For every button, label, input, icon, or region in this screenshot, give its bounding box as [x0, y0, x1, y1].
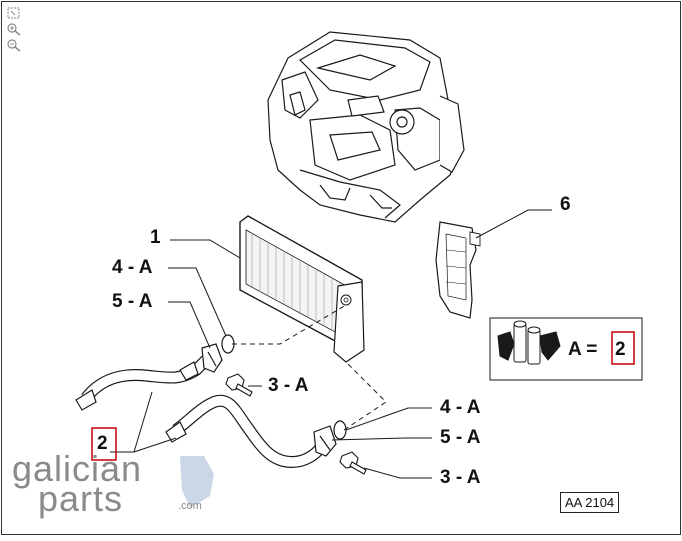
brand-watermark: galician parts .com: [10, 448, 240, 519]
fit-icon[interactable]: [6, 6, 22, 20]
callout-part-5a-top[interactable]: 5 - A: [112, 291, 153, 312]
hose-upper: [75, 355, 211, 411]
side-panel: [435, 221, 481, 319]
connection-lines: [232, 304, 387, 431]
part2-highlight: [91, 427, 117, 461]
kit-icon: [497, 320, 561, 365]
kit-quantity: 2: [615, 339, 626, 360]
kit-box: [489, 317, 643, 381]
kit-quantity-highlight: [611, 331, 635, 365]
callout-part-3a-mid[interactable]: 3 - A: [268, 375, 309, 396]
leader-lines: [110, 209, 552, 479]
callout-part-5a-right[interactable]: 5 - A: [440, 427, 481, 448]
callout-part-4a-right[interactable]: 4 - A: [440, 397, 481, 418]
heater-core: [239, 215, 365, 363]
heater-housing: [267, 31, 465, 223]
callout-part-3a-bottom[interactable]: 3 - A: [440, 467, 481, 488]
callout-part-6[interactable]: 6: [560, 194, 571, 215]
zoom-out-icon[interactable]: [6, 38, 22, 52]
screw-mid: [225, 373, 253, 397]
hose-lower: [165, 394, 327, 469]
callout-part-4a-top[interactable]: 4 - A: [112, 257, 153, 278]
diagram-reference-code: AA 2104: [560, 492, 620, 513]
callout-part-2[interactable]: 2: [97, 433, 108, 454]
zoom-in-icon[interactable]: [6, 22, 22, 36]
brand-line-1: galician: [12, 448, 143, 489]
kit-equation: A =: [568, 339, 598, 360]
callout-part-1[interactable]: 1: [150, 227, 161, 248]
brand-line-2: parts: [38, 478, 124, 519]
viewer-toolbar: [6, 6, 24, 54]
heater-core-fins: [251, 233, 341, 335]
screw-bottom: [339, 451, 367, 475]
brand-suffix: .com: [178, 500, 202, 512]
clip-upper: [201, 343, 223, 373]
clip-lower: [313, 425, 337, 457]
brand-logo-graphic: [180, 456, 214, 508]
